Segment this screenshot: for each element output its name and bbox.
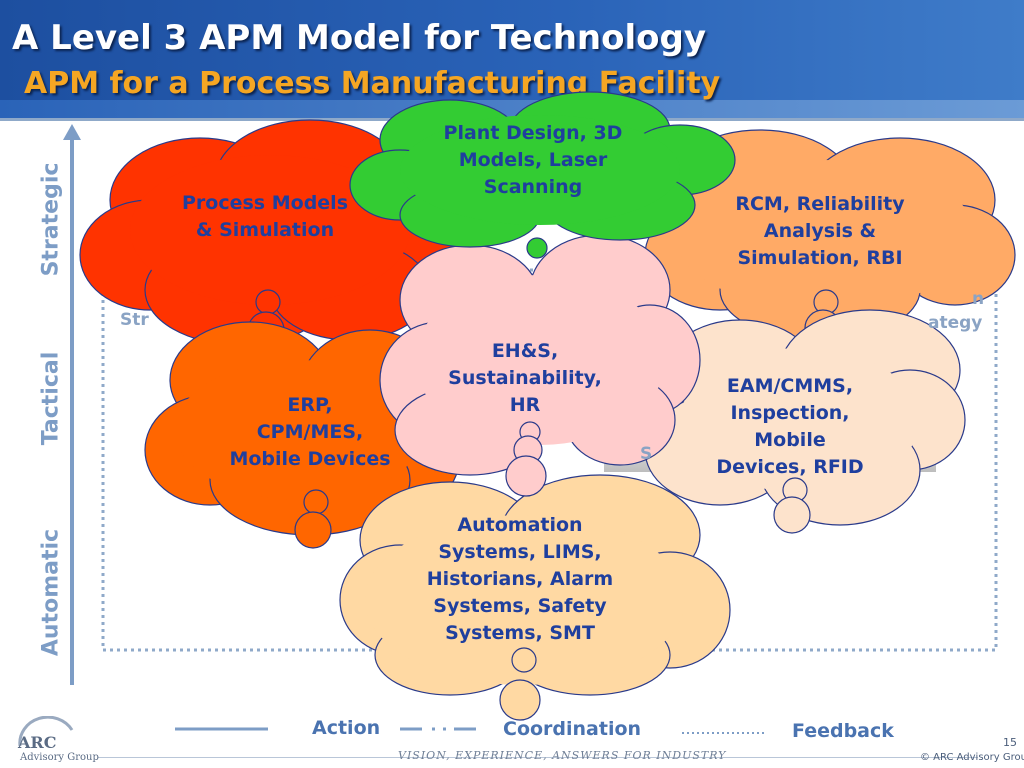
background-fragment-ategy: ategy bbox=[928, 313, 983, 333]
axis-arrow bbox=[63, 124, 81, 685]
cloud-eam-text: EAM/CMMS, Inspection, Mobile Devices, RF… bbox=[716, 375, 864, 478]
background-fragment-n: n bbox=[972, 289, 985, 309]
cloud-eam bbox=[644, 309, 966, 534]
cloud-rcm-text: RCM, Reliability Analysis & Simulation, … bbox=[735, 193, 905, 269]
background-fragment-str: Str bbox=[120, 310, 149, 330]
cloud-ehs-text: EH&S, Sustainability, HR bbox=[448, 340, 602, 416]
background-fragment-s: S bbox=[640, 444, 653, 464]
cloud-ehs bbox=[379, 234, 701, 497]
axis-label-strategic: Strategic bbox=[38, 162, 64, 277]
axis-label-automatic: Automatic bbox=[38, 528, 64, 657]
cloud-automation bbox=[339, 474, 731, 721]
axis-label-tactical: Tactical bbox=[38, 351, 64, 446]
page-number: 15 bbox=[1003, 736, 1017, 749]
arc-logo-subtext: Advisory Group bbox=[20, 752, 99, 763]
legend-feedback-label: Feedback bbox=[792, 720, 894, 742]
footer-copyright: © ARC Advisory Group bbox=[920, 752, 1024, 763]
cloud-process-models-text: Process Models & Simulation bbox=[182, 192, 348, 241]
cloud-erp-text: ERP, CPM/MES, Mobile Devices bbox=[229, 394, 391, 470]
header-band bbox=[0, 100, 1024, 118]
slide-title: A Level 3 APM Model for Technology bbox=[12, 18, 706, 58]
footer-tagline: VISION, EXPERIENCE, ANSWERS FOR INDUSTRY bbox=[398, 749, 727, 762]
arc-logo-text: ARC bbox=[18, 733, 57, 752]
footer-rule bbox=[98, 757, 978, 758]
cloud-plant-design-text: Plant Design, 3D Models, Laser Scanning bbox=[443, 122, 623, 198]
slide-header bbox=[0, 0, 1024, 118]
legend-coordination-label: Coordination bbox=[503, 718, 642, 740]
arc-logo-icon bbox=[18, 716, 74, 747]
cloud-automation-text: Automation Systems, LIMS, Historians, Al… bbox=[426, 514, 614, 644]
cloud-plant-design bbox=[349, 91, 736, 259]
legend-action-label: Action bbox=[312, 717, 381, 739]
